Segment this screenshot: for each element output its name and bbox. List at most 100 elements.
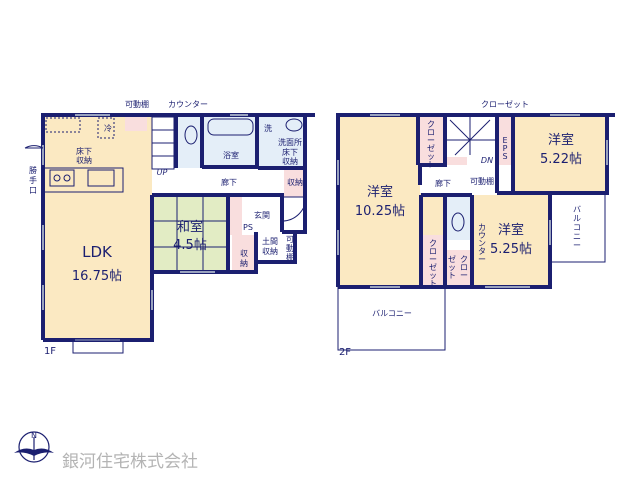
char: ー [427,136,435,145]
closet-eps [497,117,513,165]
entrance-door-swing [281,196,307,222]
washroom [258,115,305,168]
char: タ [478,247,486,256]
room-large-left-fill [338,193,421,287]
underfloor-hatch [45,117,81,133]
bird-icon [14,448,54,456]
label-shelf-v3: 棚 [286,252,294,262]
char: ウ [478,231,486,240]
toilet-2f-icon [451,212,465,232]
room-large-name: 洋室 [367,184,393,200]
char: ト [448,271,456,280]
char: ク [429,239,437,248]
balcony-bottom-rail [337,287,446,351]
label-storage-v1: 収 [240,248,248,258]
tatami-lines [152,195,228,272]
bay-step [72,339,124,354]
label-up: UP [157,168,168,177]
label-doma-2: 収納 [262,246,278,256]
closet-small [445,250,472,287]
label-eps-s: S [502,152,507,161]
room-ne [513,115,607,193]
washbasin-icon [285,118,303,132]
floor-2: クローゼット ク ロ ー ゼ ッ ト ク ロ ー ゼ ッ ト E P S DN … [336,99,615,358]
char: ニ [573,232,581,241]
sink-icon [87,169,115,187]
char: ー [429,255,437,264]
label-bath: 浴室 [223,150,239,160]
label-underfloor-2: 収納 [76,155,92,165]
ldk-size: 16.75帖 [72,269,122,284]
char: ク [460,255,468,264]
room-se [472,195,550,287]
label-shelf-v1: 可 [286,235,294,244]
closet-vertical-label-2: ク ロ ー ゼ ッ ト [429,239,437,288]
room-ne-size: 5.22帖 [540,152,582,167]
label-closet-top: クローゼット [481,99,529,109]
washitsu-size: 4.5帖 [173,238,207,253]
washitsu-room [152,195,228,272]
label-shelf-v2: 動 [286,244,294,253]
char: ト [427,160,435,169]
room-se-name: 洋室 [498,222,524,238]
label-washer: 洗 [264,123,272,133]
staircase-2f [445,117,495,156]
toilet-2f [445,195,472,240]
char: ロ [429,247,437,256]
label-doma-1: 土間 [262,236,278,246]
staircase-1f [151,116,175,170]
counter-vertical-label: カ ウ ン タ ー [478,223,486,264]
char: ロ [427,128,435,137]
fridge-space [97,117,115,139]
char: ク [427,120,435,129]
toilet-icon [184,125,198,145]
walls-2f [336,113,615,289]
room-ne-name: 洋室 [548,132,574,148]
char: ゼ [448,254,456,264]
label-storage: 収納 [287,177,303,187]
label-fridge: 冷 [104,123,112,133]
label-adjustable-shelf: 可動棚 [125,99,149,109]
char: ル [573,214,581,223]
floor-1: 可動棚 カウンター 冷 床下 収納 勝 手 口 UP 浴室 洗 洗面所 床下 収… [24,99,315,357]
label-back-door-3: 口 [29,186,37,195]
char: ッ [427,152,435,161]
washitsu-storage [232,235,256,272]
label-storage-v2: 納 [240,258,248,268]
ldk-name: LDK [82,243,113,261]
label-wash-underfloor-1: 床下 [282,147,298,157]
closet-vertical-label: ク ロ ー ゼ ッ ト [427,120,435,169]
label-ps: PS [243,223,253,232]
compass-north-label: N [31,431,37,440]
label-entrance: 玄関 [254,210,270,220]
label-balcony-bottom: バルコニー [372,309,412,318]
char: ゼ [429,262,437,272]
char: カ [478,223,486,232]
balcony-right-rail [550,193,606,263]
label-eps-p: P [503,144,508,153]
char: ー [460,271,468,280]
label-back-door-2: 手 [29,175,37,185]
bathroom [203,115,257,167]
label-washroom: 洗面所 [278,137,302,147]
char: ロ [460,263,468,272]
closet-large-bottom [421,235,445,287]
label-dn: DN [481,156,493,165]
compass-icon [18,431,50,463]
label-shelf-2f: 可動棚 [470,176,494,186]
char: バ [573,205,581,214]
char: ン [478,239,486,248]
hallway-2f [420,165,497,193]
balcony-right-label: バ ル コ ニ ー [573,205,581,250]
back-door-swing [24,145,44,149]
windows-2f [337,114,608,288]
label-counter: カウンター [168,100,208,109]
label-back-door-1: 勝 [29,165,37,175]
room-large-size: 10.25帖 [355,204,405,219]
shelf-2f [447,157,467,165]
label-eps-e: E [502,136,507,145]
char: コ [573,223,581,232]
label-underfloor-1: 床下 [76,146,92,156]
company-logo: N 銀河住宅株式会社 [14,431,198,472]
